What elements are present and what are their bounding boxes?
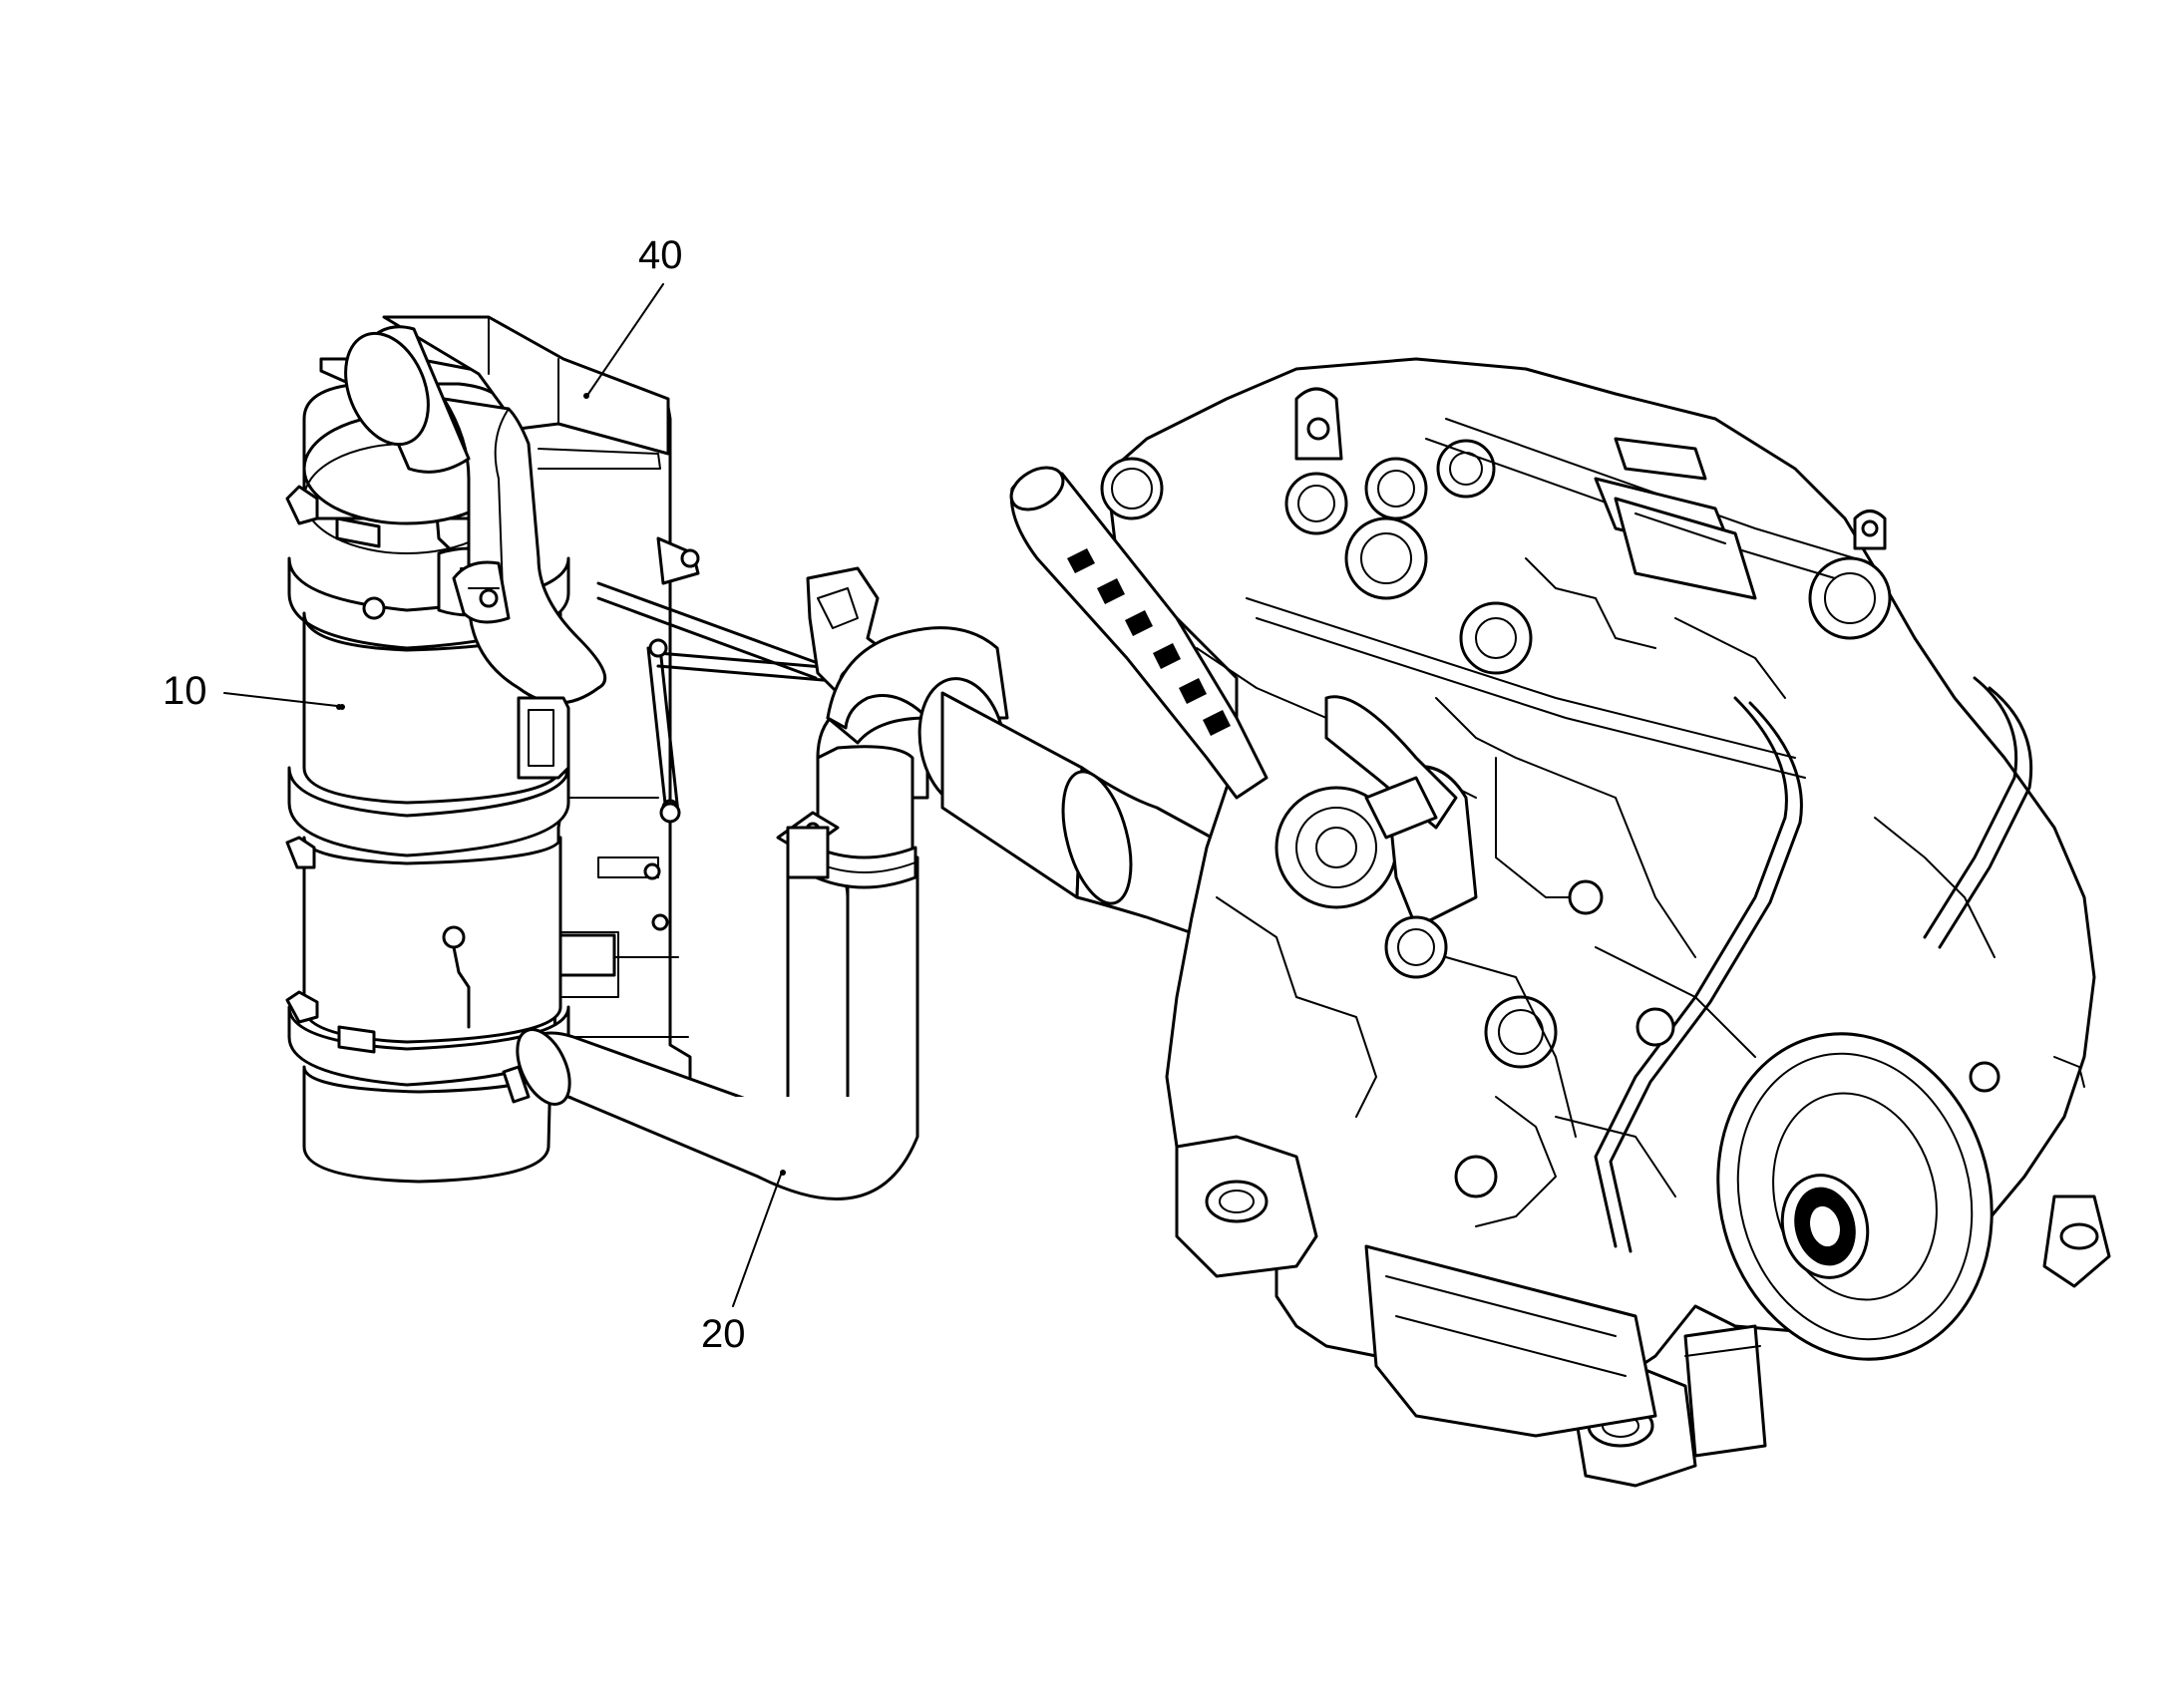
- reference-label-10: 10: [163, 669, 207, 713]
- reference-label-20: 20: [701, 1312, 746, 1356]
- connecting-pipe: [502, 626, 1328, 1200]
- engine-block: [1009, 357, 2111, 1488]
- reference-label-40: 40: [638, 233, 683, 277]
- leader-lines: [223, 283, 786, 1307]
- outlet-pipe-assembly: [344, 315, 670, 705]
- canister-handle: [517, 696, 570, 780]
